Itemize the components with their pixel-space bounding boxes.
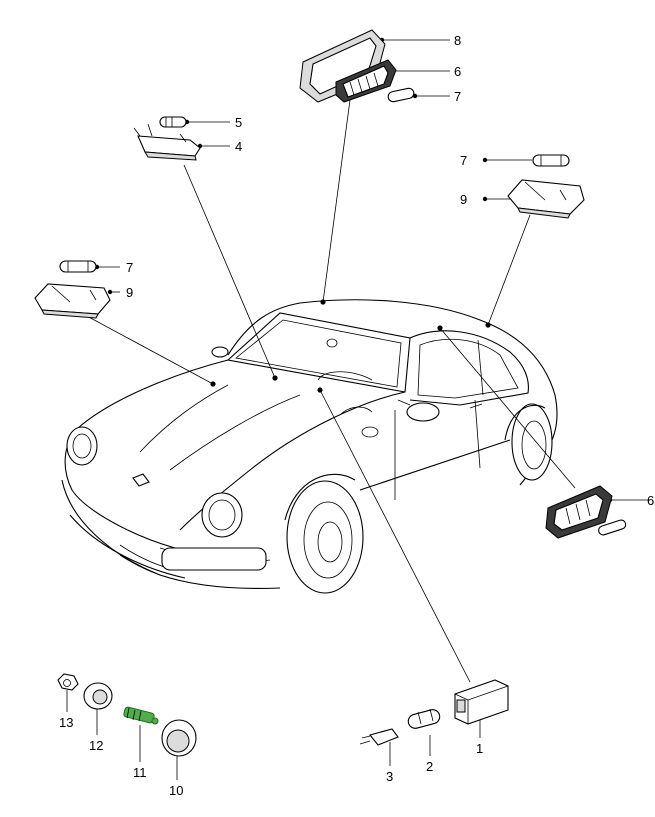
callout-5: 5 xyxy=(235,115,242,130)
part-11-switch-pin xyxy=(123,706,159,725)
callout-4: 4 xyxy=(235,139,242,154)
callout-6: 6 xyxy=(454,64,461,79)
callout-3: 3 xyxy=(386,769,393,784)
map-lamp-assembly xyxy=(133,116,201,161)
part-3-socket xyxy=(359,728,399,746)
part-2-bulb xyxy=(407,708,441,729)
left-courtesy-lamp xyxy=(34,260,111,319)
dome-lamp-assembly xyxy=(299,29,415,103)
callout-1: 1 xyxy=(476,741,483,756)
callout-9-left: 9 xyxy=(126,285,133,300)
part-12-grommet xyxy=(83,682,113,710)
car-illustration xyxy=(61,299,558,594)
part-10-cap xyxy=(161,719,197,757)
callout-10: 10 xyxy=(169,783,183,798)
right-courtesy-lamp xyxy=(507,154,585,219)
leader-lines xyxy=(66,39,650,780)
callout-8: 8 xyxy=(454,33,461,48)
callout-7-right: 7 xyxy=(460,153,467,168)
door-lamp-assembly xyxy=(545,485,627,539)
callout-2: 2 xyxy=(426,759,433,774)
callout-numbers: 8 6 7 5 4 7 9 7 9 6 13 12 11 10 3 2 1 xyxy=(59,33,654,798)
part-13-nut xyxy=(57,673,79,691)
callout-13: 13 xyxy=(59,715,73,730)
callout-7-top: 7 xyxy=(454,89,461,104)
callout-7-left: 7 xyxy=(126,260,133,275)
callout-11: 11 xyxy=(133,765,147,780)
callout-9-right: 9 xyxy=(460,192,467,207)
part-1-lamp-housing xyxy=(454,679,509,725)
callout-6-edge: 6 xyxy=(647,493,654,508)
callout-12: 12 xyxy=(89,738,103,753)
